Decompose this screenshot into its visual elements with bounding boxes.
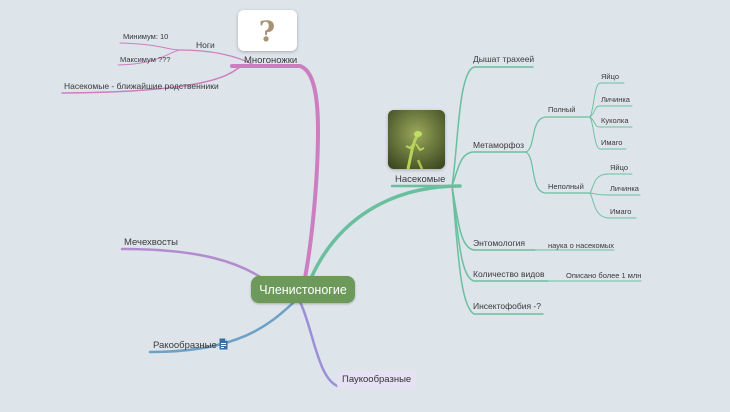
node-species-note[interactable]: Описано более 1 млн bbox=[566, 271, 642, 280]
root-node[interactable]: Членистоногие bbox=[251, 276, 355, 303]
stage-complete-imago[interactable]: Имаго bbox=[601, 138, 623, 147]
node-max-legs[interactable]: Максимум ??? bbox=[120, 55, 171, 64]
node-complete-metamorphosis[interactable]: Полный bbox=[548, 105, 576, 114]
branch-horseshoe-crabs[interactable]: Мечехвосты bbox=[124, 237, 178, 248]
node-entomology[interactable]: Энтомология bbox=[473, 238, 525, 248]
node-min-legs[interactable]: Минимум: 10 bbox=[123, 32, 169, 41]
node-species-count[interactable]: Количество видов bbox=[473, 269, 545, 279]
stage-incomplete-egg[interactable]: Яйцо bbox=[610, 163, 628, 172]
node-tracheae[interactable]: Дышат трахеей bbox=[473, 54, 535, 64]
svg-text:?: ? bbox=[259, 15, 275, 48]
stage-incomplete-imago[interactable]: Имаго bbox=[610, 207, 632, 216]
node-incomplete-metamorphosis[interactable]: Неполный bbox=[548, 182, 584, 191]
mantis-photo bbox=[388, 110, 445, 169]
branch-arachnids[interactable]: Паукообразные bbox=[337, 371, 417, 388]
branch-insects[interactable]: Насекомые bbox=[395, 174, 446, 185]
stage-complete-pupa[interactable]: Куколка bbox=[601, 116, 629, 125]
branch-crustaceans[interactable]: Ракообразные bbox=[153, 340, 217, 351]
stage-complete-egg[interactable]: Яйцо bbox=[601, 72, 619, 81]
branch-myriapods[interactable]: Многоножки bbox=[244, 55, 298, 66]
document-icon[interactable] bbox=[219, 338, 228, 350]
question-mark-image: ? bbox=[238, 10, 297, 51]
stage-complete-larva[interactable]: Личинка bbox=[601, 95, 630, 104]
stage-incomplete-larva[interactable]: Личинка bbox=[610, 184, 639, 193]
node-entomology-note[interactable]: наука о насекомых bbox=[548, 241, 615, 250]
node-legs[interactable]: Ноги bbox=[196, 40, 215, 50]
node-insectophobia[interactable]: Инсектофобия -? bbox=[473, 301, 541, 311]
node-closest-relatives[interactable]: Насекомые - ближайшие родственники bbox=[64, 81, 219, 91]
node-metamorphosis[interactable]: Метаморфоз bbox=[473, 140, 524, 150]
